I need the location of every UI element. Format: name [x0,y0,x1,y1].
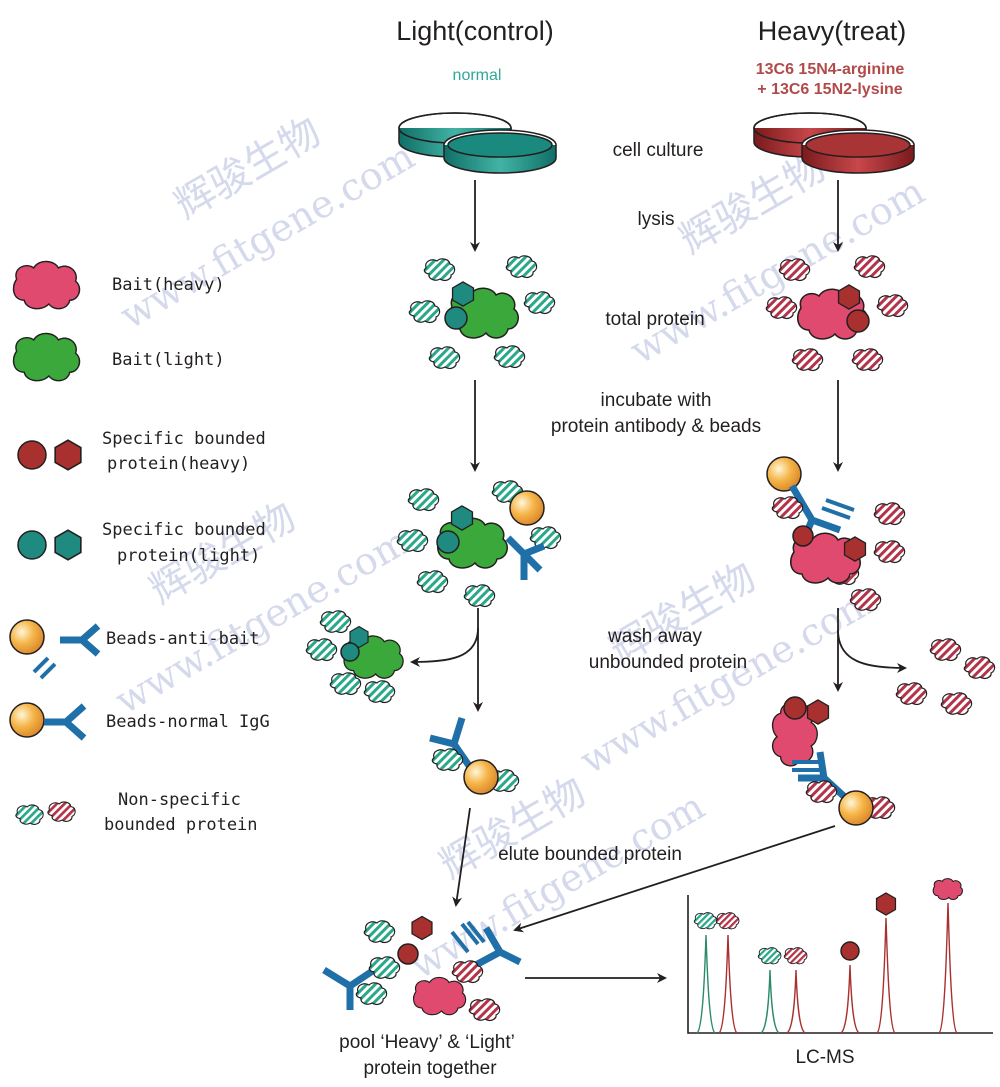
flow-arrows [410,180,907,983]
pooled-sample [322,915,522,1022]
ms-bait-heavy-icon [932,878,963,900]
heavy-culture-dishes [753,112,915,174]
legend-bait-light: Bait(light) [112,350,225,370]
step-pool-line2: protein together [363,1058,497,1079]
legend-specific-light-line1: Specific bounded [102,520,266,540]
heavy-label-lysine: + 13C6 15N2-lysine [757,81,903,98]
heavy-label-arginine: 13C6 15N4-arginine [756,61,905,78]
light-label: normal [453,67,502,84]
bead-icon [9,619,45,655]
step-cell-culture: cell culture [613,140,704,161]
nonspecific-light-icon [15,804,44,825]
ms-peak [876,917,896,1034]
heavy-incubation [766,456,906,612]
legend-beads-anti-bait: Beads-anti-bait [106,629,260,649]
heavy-total-protein [765,255,909,372]
lcms-axes [687,895,993,1034]
specific-heavy-hexagon-icon [54,439,82,471]
ms-peak [840,964,860,1034]
step-pool-line1: pool ‘Heavy’ & ‘Light’ [339,1032,515,1053]
legend-nonspecific-line2: bounded protein [104,815,258,835]
light-culture-dishes [398,112,557,174]
ms-nonspecific-icon [757,947,782,965]
ms-nonspecific-icon [715,912,740,930]
ms-peak [718,934,738,1034]
step-incubate-line1: incubate with [601,390,712,411]
light-total-protein [408,255,556,370]
legend-specific-light-line2: protein(light) [117,546,260,566]
light-column-title: Light(control) [396,16,554,46]
legend-beads-normal-igg: Beads-normal IgG [106,712,270,732]
step-lysis: lysis [638,209,675,230]
bead-icon [9,702,45,738]
specific-light-hexagon-icon [54,529,82,561]
ms-peak [760,969,780,1034]
specific-heavy-circle-icon [17,440,47,470]
ms-nonspecific-icon [693,912,718,930]
lcms-spectrum [687,878,993,1034]
ms-peak [696,934,716,1034]
lcms-label: LC-MS [795,1047,854,1068]
antibody-igg-icon [44,703,87,741]
nonspecific-heavy-icon [47,801,76,822]
legend-bait-heavy: Bait(heavy) [112,275,225,295]
bait-light-icon [12,332,81,382]
heavy-after-wash [771,696,896,826]
light-after-wash [429,716,520,795]
ms-peak [786,969,806,1034]
ms-specific-circle-icon [840,941,860,961]
bait-heavy-icon [12,260,81,310]
legend-specific-heavy-line2: protein(heavy) [107,454,250,474]
ms-nonspecific-icon [783,947,808,965]
step-wash-line1: wash away [607,626,702,647]
legend-nonspecific-line1: Non-specific [118,790,241,810]
step-incubate-line2: protein antibody & beads [551,416,761,437]
legend: Bait(heavy) Bait(light) Specific bounded… [9,260,270,835]
ms-specific-hexagon-icon [875,892,897,916]
antibody-anti-bait-icon [32,623,101,680]
step-wash-line2: unbounded protein [589,652,747,673]
ms-peak [938,902,958,1034]
light-incubation [396,480,562,608]
heavy-washed-away [895,638,996,716]
legend-specific-heavy-line1: Specific bounded [102,429,266,449]
heavy-column-title: Heavy(treat) [758,16,907,46]
specific-light-circle-icon [17,530,47,560]
step-total-protein: total protein [605,309,704,330]
light-washed-away [305,610,404,704]
step-elute: elute bounded protein [498,844,682,865]
